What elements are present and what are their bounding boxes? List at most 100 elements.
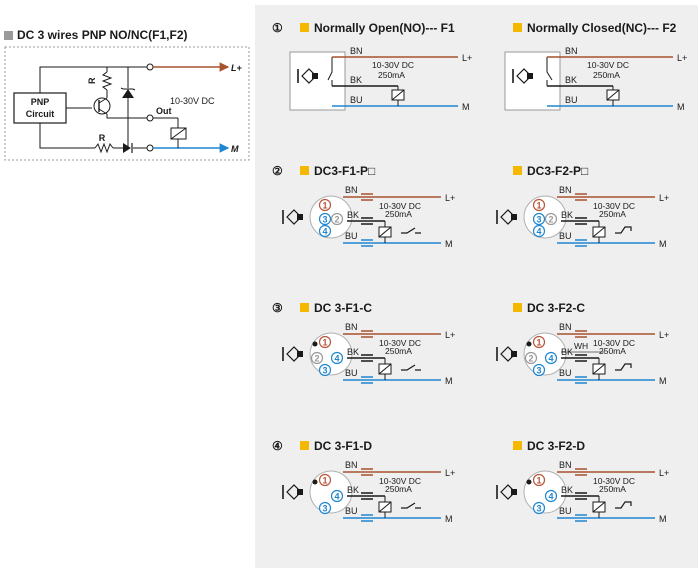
transistor-output-wire	[106, 114, 150, 119]
terminal-plus	[146, 63, 154, 71]
left-minus-label: M	[231, 144, 239, 154]
orange-marker-icon	[513, 166, 522, 175]
section-number: ③	[272, 301, 283, 315]
orange-marker-icon	[513, 303, 522, 312]
voltage-label: 10-30V DC	[372, 60, 414, 70]
pin-2-label: 2	[314, 354, 319, 364]
internal-ground-wire	[39, 123, 95, 149]
bk-label: BK	[350, 75, 362, 85]
sensor-symbol-icon	[496, 484, 517, 500]
pin-2-marker	[544, 212, 558, 226]
left-voltage-label: 10-30V DC	[170, 96, 215, 106]
keying-dot	[526, 341, 532, 347]
pin-3-marker	[532, 212, 546, 226]
sensor-symbol-icon	[282, 346, 303, 362]
section-number: ④	[272, 439, 283, 453]
current-label: 250mA	[378, 70, 405, 80]
bn-label: BN	[345, 185, 358, 195]
pnp-block-label-1: PNP	[31, 97, 50, 107]
m-label: M	[462, 102, 470, 112]
pin-1-label: 1	[536, 338, 541, 348]
bn-label: BN	[559, 460, 572, 470]
diode-icon	[123, 143, 131, 153]
bk-label: BK	[561, 485, 573, 495]
section-number: ②	[272, 164, 283, 178]
right-title: DC 3-F2-D	[527, 439, 585, 453]
left-title: DC 3-F1-D	[314, 439, 372, 453]
switch-no-icon	[401, 364, 421, 371]
pin-2-marker	[524, 351, 538, 365]
right-title: DC 3-F2-C	[527, 301, 585, 315]
pin-1-label: 1	[322, 201, 327, 211]
voltage-label: 10-30V DC	[379, 201, 421, 211]
sensor-symbol-icon	[496, 209, 517, 225]
pin-4-marker	[330, 489, 344, 503]
pin-4-marker	[544, 351, 558, 365]
black-fork-icon	[361, 217, 373, 225]
current-label: 250mA	[599, 346, 626, 356]
switch-no-icon	[401, 502, 421, 509]
pin-1-label: 1	[322, 476, 327, 486]
sensor-symbol-icon	[282, 484, 303, 500]
resistor-label-vertical: R	[87, 77, 97, 84]
left-title: DC 3-F1-C	[314, 301, 372, 315]
bu-label: BU	[559, 506, 572, 516]
voltage-label: 10-30V DC	[379, 476, 421, 486]
voltage-label: 10-30V DC	[593, 201, 635, 211]
switch-nc-icon	[615, 363, 632, 371]
blue-fork-icon	[575, 376, 587, 384]
m-label: M	[677, 102, 685, 112]
pin-1-marker	[532, 335, 546, 349]
current-label: 250mA	[599, 209, 626, 219]
l-plus-label: L+	[445, 330, 455, 340]
bn-label: BN	[565, 46, 578, 56]
pin-4-label: 4	[334, 354, 339, 364]
pin-4-label: 4	[334, 492, 339, 502]
resistor-horizontal	[94, 142, 114, 154]
brown-fork-icon	[575, 193, 587, 201]
blue-fork-icon	[361, 239, 373, 247]
sensor-box	[289, 51, 346, 111]
black-fork-icon	[361, 354, 373, 362]
pin-2-label: 2	[548, 215, 553, 225]
m-label: M	[445, 239, 453, 249]
pin-1-marker	[318, 473, 332, 487]
pin-3-label: 3	[322, 215, 327, 225]
pin-4-label: 4	[548, 492, 553, 502]
blue-fork-icon	[361, 376, 373, 384]
bk-label: BK	[347, 347, 359, 357]
bu-label: BU	[345, 368, 358, 378]
sensor-symbol-icon	[512, 68, 533, 84]
pin-4-marker	[330, 351, 344, 365]
l-plus-label: L+	[677, 53, 687, 63]
terminal-minus	[146, 144, 154, 152]
sensor-symbol-icon	[297, 68, 318, 84]
black-fork-icon	[575, 492, 587, 500]
pin-1-marker	[532, 473, 546, 487]
output-label: Out	[156, 106, 172, 116]
pin-1-label: 1	[322, 338, 327, 348]
bk-label: BK	[347, 485, 359, 495]
bk-label: BK	[565, 75, 577, 85]
pin-3-marker	[532, 363, 546, 377]
pin-1-marker	[532, 198, 546, 212]
bk-label: BK	[347, 210, 359, 220]
sensor-symbol-icon	[282, 209, 303, 225]
pin-3-marker	[532, 501, 546, 515]
m-label: M	[659, 376, 667, 386]
keying-dot	[526, 479, 532, 485]
zener-diode-icon	[122, 89, 134, 98]
pin-1-marker	[318, 335, 332, 349]
m-label: M	[445, 376, 453, 386]
resistor-vertical	[101, 71, 113, 91]
pin-3-label: 3	[536, 504, 541, 514]
black-fork-icon	[575, 354, 587, 362]
bn-label: BN	[345, 460, 358, 470]
pin-3-marker	[318, 363, 332, 377]
pin-2-marker	[310, 351, 324, 365]
brown-fork-icon	[575, 468, 587, 476]
voltage-label: 10-30V DC	[593, 338, 635, 348]
voltage-label: 10-30V DC	[593, 476, 635, 486]
